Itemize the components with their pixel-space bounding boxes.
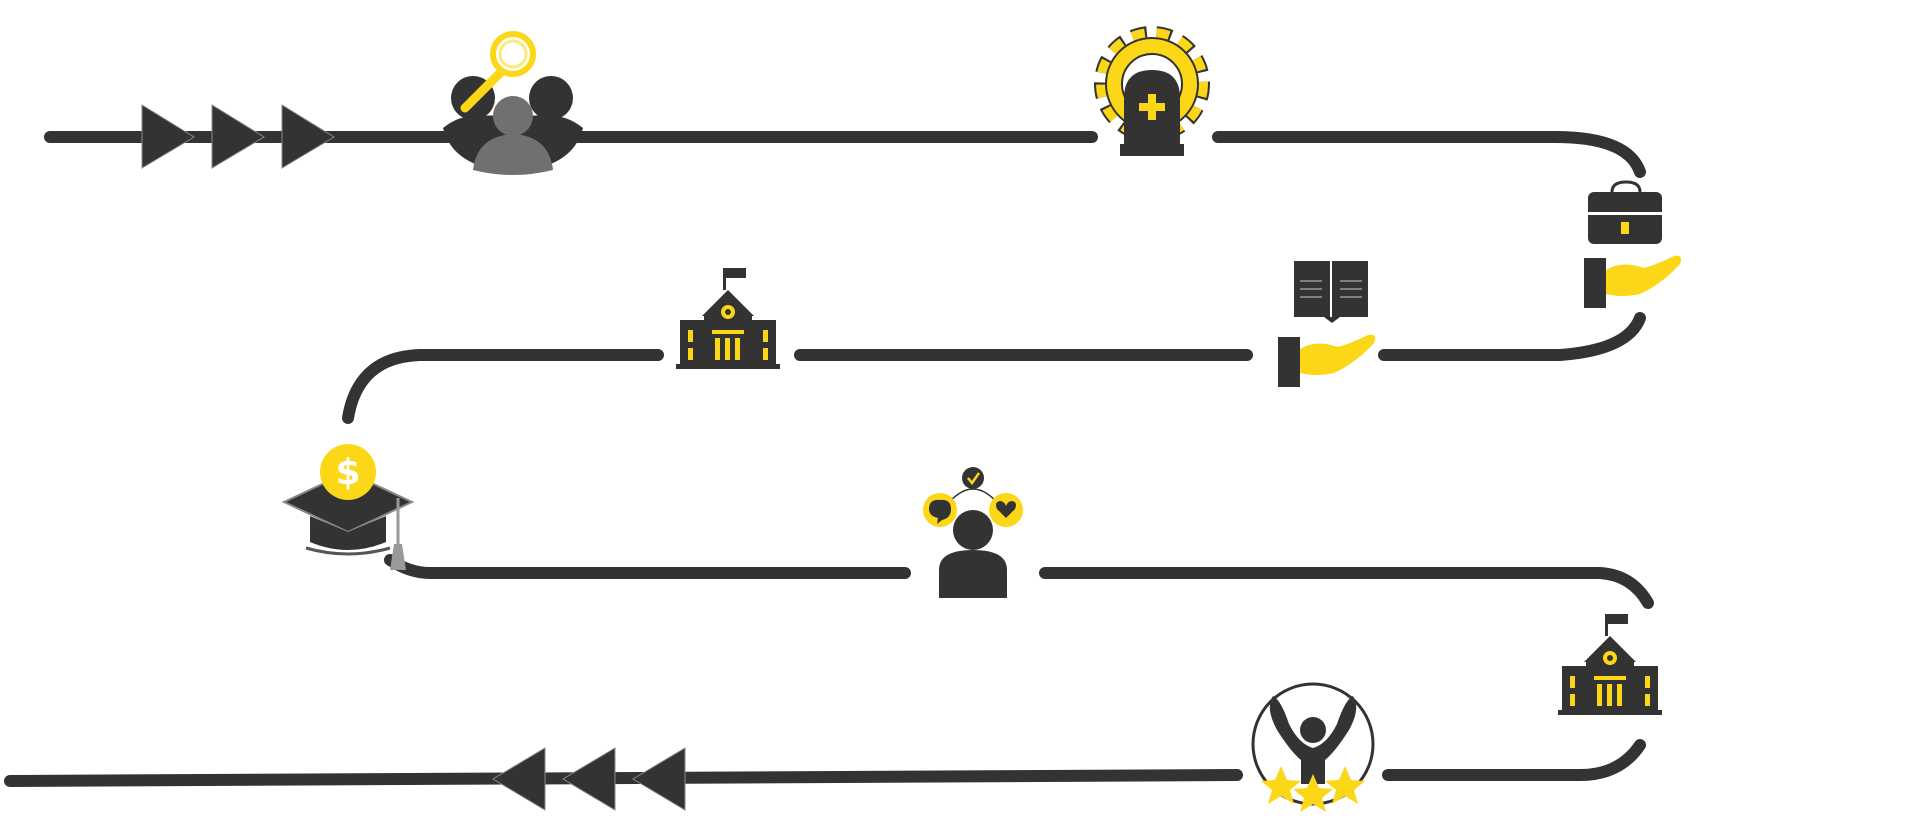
- team-search-icon: [443, 31, 583, 175]
- journey-track: [4, 131, 1654, 787]
- school-building-icon: [676, 268, 780, 369]
- graduation-cap-dollar-icon: $: [281, 444, 415, 570]
- fast-forward-icon: [141, 104, 335, 169]
- school-building-icon: [1558, 614, 1662, 715]
- person-mind-heart-icon: [923, 467, 1023, 598]
- svg-text:$: $: [335, 452, 360, 493]
- gear-medical-icon: [1094, 26, 1210, 156]
- briefcase-hand-icon: [1584, 180, 1682, 308]
- book-hand-icon: [1278, 261, 1376, 387]
- achiever-stars-icon: [1251, 682, 1375, 812]
- rewind-icon: [492, 747, 686, 811]
